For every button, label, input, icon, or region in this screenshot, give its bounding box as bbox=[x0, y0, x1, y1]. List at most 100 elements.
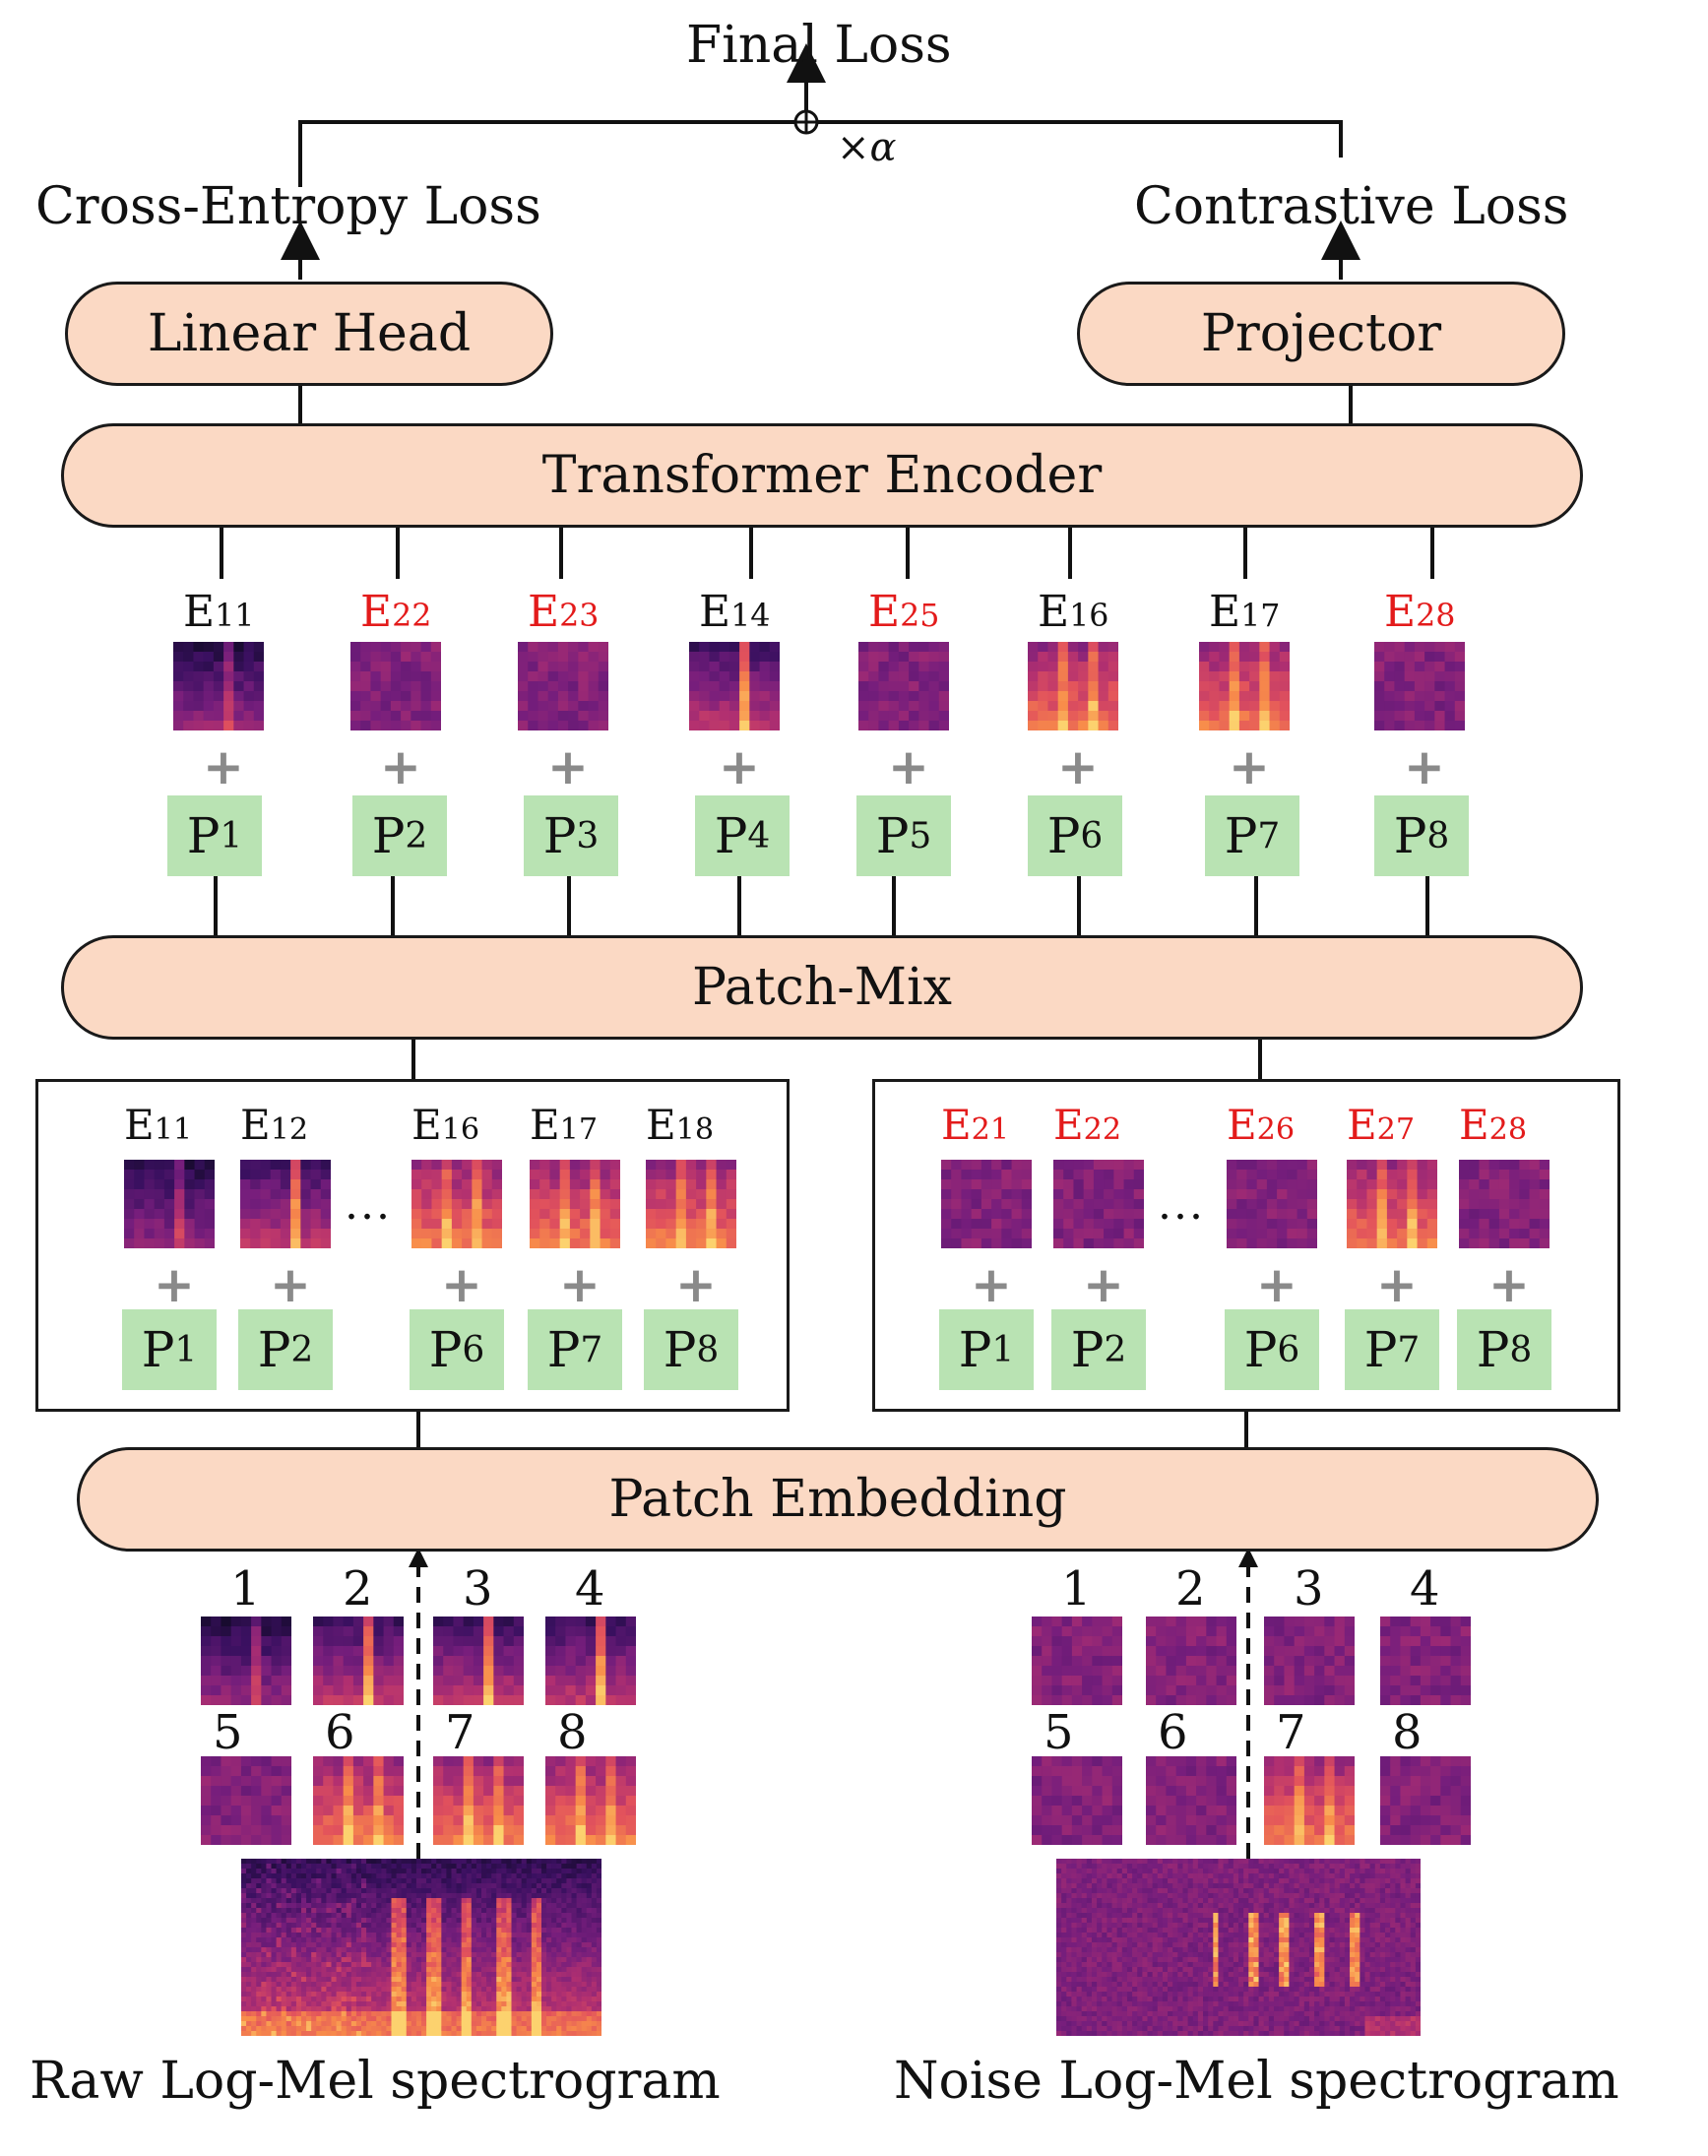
token-base: P bbox=[1070, 1321, 1105, 1378]
noise_patches-input-patch bbox=[1146, 1756, 1236, 1845]
token-index: 14 bbox=[730, 599, 771, 634]
noise_patches-input-patch bbox=[1264, 1756, 1355, 1845]
token-index: 8 bbox=[1509, 1329, 1533, 1370]
contrastive-loss-label: Contrastive Loss bbox=[1134, 177, 1569, 236]
alpha-label: ×α bbox=[837, 125, 897, 170]
noise_group-token-label: E22 bbox=[1053, 1105, 1121, 1146]
token-base: E bbox=[868, 587, 901, 637]
noise-token-group bbox=[872, 1079, 1620, 1412]
noise_group-token-label: E26 bbox=[1227, 1105, 1295, 1146]
raw-spectrogram-image bbox=[241, 1859, 601, 2036]
token-index: 21 bbox=[971, 1112, 1010, 1147]
token-index: 17 bbox=[1240, 599, 1281, 634]
token-index: 4 bbox=[747, 815, 771, 856]
raw_patches-input-patch bbox=[201, 1756, 291, 1845]
noise_group-ellipsis: ... bbox=[1158, 1179, 1205, 1230]
sum-circle-icon bbox=[793, 109, 819, 135]
raw_group-token-patch bbox=[124, 1160, 215, 1248]
noise_patches-input-patch bbox=[1032, 1617, 1122, 1705]
token-base: P bbox=[141, 1321, 175, 1378]
mixed-token-label: E17 bbox=[1209, 591, 1280, 634]
token-index: 28 bbox=[1416, 599, 1456, 634]
mixed-token-patch bbox=[173, 642, 264, 730]
noise_group-token-label: E27 bbox=[1347, 1105, 1415, 1146]
plus-icon: + bbox=[547, 738, 589, 795]
patch-embedding-block: Patch Embedding bbox=[77, 1447, 1599, 1552]
raw_patches-input-patch bbox=[433, 1617, 524, 1705]
cross-entropy-loss-label: Cross-Entropy Loss bbox=[35, 177, 541, 236]
plus-icon: + bbox=[559, 1256, 601, 1313]
token-index: 1 bbox=[174, 1329, 198, 1370]
token-index: 7 bbox=[580, 1329, 603, 1370]
noise_patches-input-patch bbox=[1380, 1756, 1471, 1845]
raw_patches-patch-number: 7 bbox=[445, 1705, 475, 1760]
raw_group-ellipsis: ... bbox=[345, 1179, 392, 1230]
token-index: 27 bbox=[1376, 1112, 1416, 1147]
plus-icon: + bbox=[1376, 1256, 1418, 1313]
token-index: 6 bbox=[462, 1329, 485, 1370]
noise_patches-patch-number: 3 bbox=[1294, 1561, 1324, 1617]
noise_group-token-patch bbox=[1347, 1160, 1437, 1248]
token-index: 28 bbox=[1488, 1112, 1528, 1147]
token-base: E bbox=[183, 587, 216, 637]
noise_group-token-patch bbox=[1227, 1160, 1317, 1248]
mixed-token-label: E22 bbox=[360, 591, 431, 634]
raw_group-token-patch bbox=[240, 1160, 331, 1248]
plus-icon: + bbox=[203, 738, 244, 795]
mixed-token-patch bbox=[1199, 642, 1290, 730]
projector-block: Projector bbox=[1077, 282, 1565, 386]
token-base: P bbox=[257, 1321, 291, 1378]
token-index: 22 bbox=[392, 599, 432, 634]
plus-icon: + bbox=[1229, 738, 1270, 795]
plus-icon: + bbox=[1083, 1256, 1124, 1313]
mixed-token-patch bbox=[1028, 642, 1118, 730]
raw_group-token-label: E11 bbox=[124, 1105, 192, 1146]
token-base: E bbox=[1347, 1101, 1377, 1149]
raw-token-group bbox=[35, 1079, 790, 1412]
token-index: 22 bbox=[1083, 1112, 1122, 1147]
token-base: P bbox=[714, 807, 748, 864]
raw_patches-patch-number: 1 bbox=[230, 1561, 261, 1617]
token-base: E bbox=[360, 587, 393, 637]
token-base: P bbox=[1476, 1321, 1510, 1378]
raw_patches-patch-number: 2 bbox=[343, 1561, 373, 1617]
token-index: 16 bbox=[1069, 599, 1109, 634]
noise_group-token-label: E21 bbox=[941, 1105, 1009, 1146]
plus-icon: + bbox=[971, 1256, 1012, 1313]
plus-icon: + bbox=[719, 738, 760, 795]
mixed-token-patch bbox=[1374, 642, 1465, 730]
noise_patches-patch-number: 5 bbox=[1044, 1705, 1074, 1760]
token-index: 8 bbox=[696, 1329, 720, 1370]
raw_patches-input-patch bbox=[201, 1617, 291, 1705]
noise_patches-input-patch bbox=[1146, 1617, 1236, 1705]
token-base: P bbox=[186, 807, 221, 864]
noise_group-token-label: E28 bbox=[1459, 1105, 1527, 1146]
noise_group-token-patch bbox=[1053, 1160, 1144, 1248]
token-base: P bbox=[542, 807, 577, 864]
noise_patches-patch-number: 8 bbox=[1392, 1705, 1423, 1760]
token-index: 8 bbox=[1426, 815, 1450, 856]
token-base: E bbox=[1053, 1101, 1084, 1149]
noise-spectrogram-caption: Noise Log-Mel spectrogram bbox=[894, 2052, 1619, 2111]
token-index: 7 bbox=[1257, 815, 1281, 856]
raw_group-token-label: E18 bbox=[646, 1105, 714, 1146]
raw_patches-patch-number: 4 bbox=[575, 1561, 605, 1617]
token-index: 12 bbox=[270, 1112, 309, 1147]
token-index: 23 bbox=[559, 599, 600, 634]
token-base: E bbox=[1459, 1101, 1489, 1149]
raw_patches-input-patch bbox=[545, 1756, 636, 1845]
mixed-token-patch bbox=[858, 642, 949, 730]
